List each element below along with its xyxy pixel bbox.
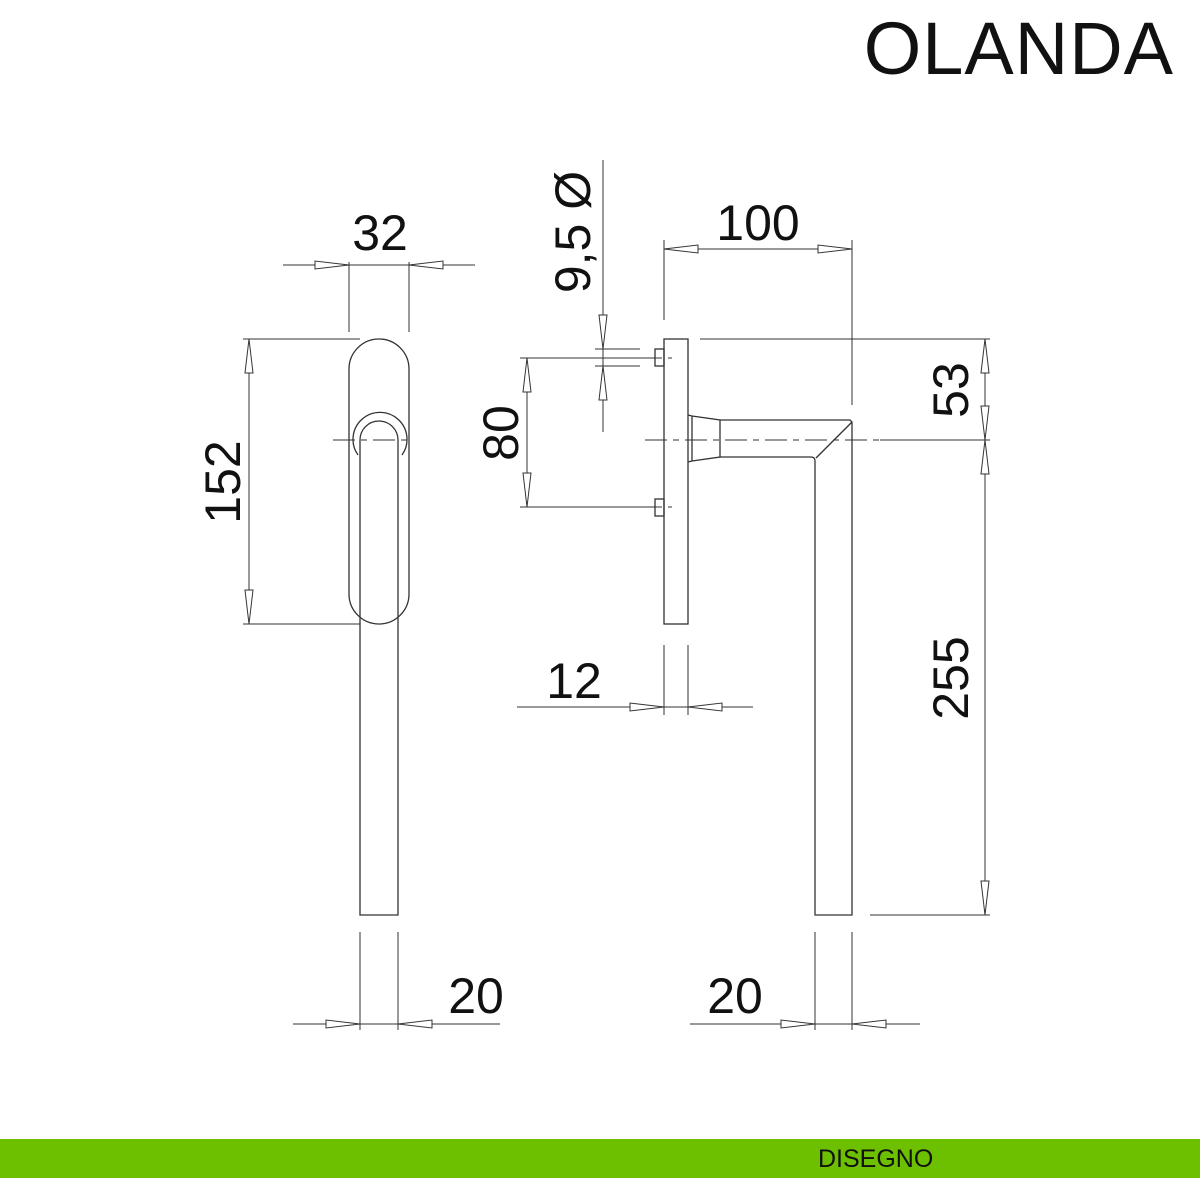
dim-label-53: 53 [923, 362, 979, 418]
side-view [640, 338, 880, 916]
dim-screw-diameter: 9,5 Ø [545, 160, 640, 432]
dim-front-width: 32 [283, 205, 475, 332]
dim-side-lever-width: 20 [690, 932, 920, 1030]
dim-label-9-5: 9,5 Ø [545, 171, 601, 293]
dim-label-12: 12 [546, 653, 602, 709]
dim-axis-offset: 53 [700, 338, 990, 441]
rose-cone [687, 414, 721, 463]
base-plate [663, 338, 689, 625]
spindle-collar [352, 411, 408, 456]
footer-label: DISEGNO [818, 1145, 934, 1173]
dim-lever-projection: 100 [663, 195, 853, 405]
front-rosette [348, 338, 410, 625]
footer-bar: DISEGNO [0, 1139, 1200, 1178]
front-view [333, 338, 410, 916]
dim-label-152: 152 [195, 440, 251, 523]
dim-plate-thickness: 12 [517, 645, 753, 715]
dim-lever-length: 255 [870, 439, 990, 916]
dim-label-255: 255 [923, 636, 979, 719]
side-lever [720, 419, 853, 916]
dim-screw-spacing: 80 [473, 357, 640, 508]
dim-front-lever-width: 20 [293, 932, 504, 1030]
dim-front-height: 152 [195, 338, 360, 625]
dim-label-80: 80 [473, 405, 529, 461]
dim-label-20-side: 20 [707, 968, 763, 1024]
dim-label-20-front: 20 [448, 968, 504, 1024]
dim-label-32: 32 [352, 205, 408, 261]
front-lever [359, 420, 399, 916]
product-title: OLANDA [863, 7, 1174, 90]
dim-label-100: 100 [716, 195, 799, 251]
